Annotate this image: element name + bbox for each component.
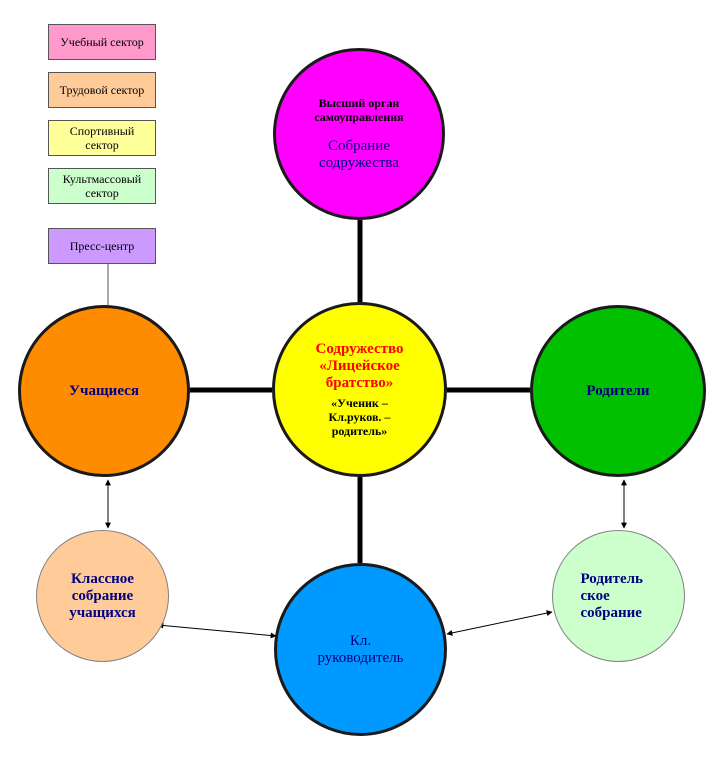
sector-label: Учебный сектор	[60, 35, 144, 49]
sector-box-culture: Культмассовый сектор	[48, 168, 156, 204]
parent-meeting-title: Родитель ское собрание	[580, 570, 643, 621]
parents-title: Родители	[586, 382, 650, 399]
class-teacher-circle: Кл. руководитель	[274, 563, 447, 736]
arrow-class-meeting-to-teacher	[157, 622, 277, 639]
sector-label: Культмассовый сектор	[62, 172, 142, 200]
assembly-title: Собрание содружества	[319, 138, 399, 171]
arrow-teacher-to-parent-meeting	[446, 610, 553, 636]
assembly-subtitle: Высший орган самоуправления	[314, 96, 404, 124]
assembly-circle: Высший орган самоуправления Собрание сод…	[273, 48, 445, 220]
students-circle: Учащиеся	[18, 305, 190, 477]
parents-circle: Родители	[530, 305, 706, 477]
class-meeting-circle: Классное собрание учащихся	[36, 530, 169, 662]
sector-label: Спортивный сектор	[69, 124, 135, 152]
brotherhood-circle: Содружество «Лицейское братство» «Ученик…	[272, 302, 447, 477]
sector-box-press: Пресс-центр	[48, 228, 156, 264]
brotherhood-subtitle: «Ученик – Кл.руков. – родитель»	[328, 396, 391, 438]
sector-box-labor: Трудовой сектор	[48, 72, 156, 108]
class-meeting-title: Классное собрание учащихся	[69, 570, 136, 621]
brotherhood-title: Содружество «Лицейское братство»	[315, 341, 404, 391]
sector-box-academic: Учебный сектор	[48, 24, 156, 60]
class-teacher-title: Кл. руководитель	[317, 632, 404, 666]
sector-label: Трудовой сектор	[59, 83, 145, 97]
sector-box-sports: Спортивный сектор	[48, 120, 156, 156]
parent-meeting-circle: Родитель ское собрание	[552, 530, 685, 662]
sector-label: Пресс-центр	[69, 239, 135, 253]
students-title: Учащиеся	[69, 382, 139, 399]
